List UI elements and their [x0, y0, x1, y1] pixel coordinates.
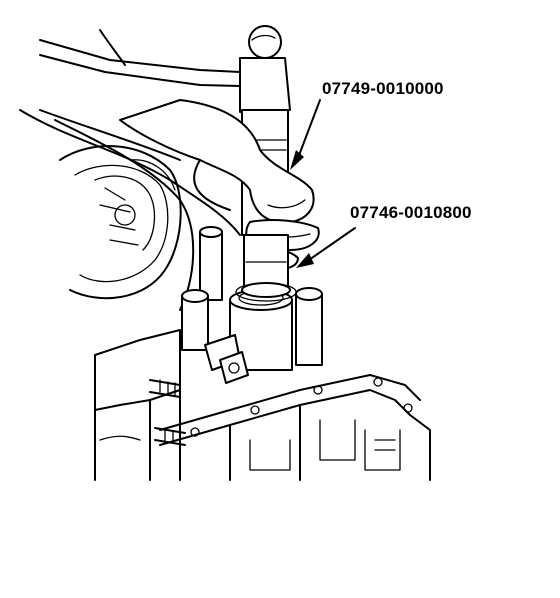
arrow-head-2	[296, 253, 314, 268]
arrow-head-1	[290, 150, 304, 170]
transmission-housing	[39, 109, 431, 481]
part-number-label-driver-handle: 07749-0010000	[322, 79, 444, 98]
driver-handle-tool	[19, 25, 320, 270]
callout-arrows	[290, 99, 356, 268]
driver-attachment-tool	[235, 234, 297, 302]
part-number-label-attachment: 07746-0010800	[350, 203, 472, 222]
